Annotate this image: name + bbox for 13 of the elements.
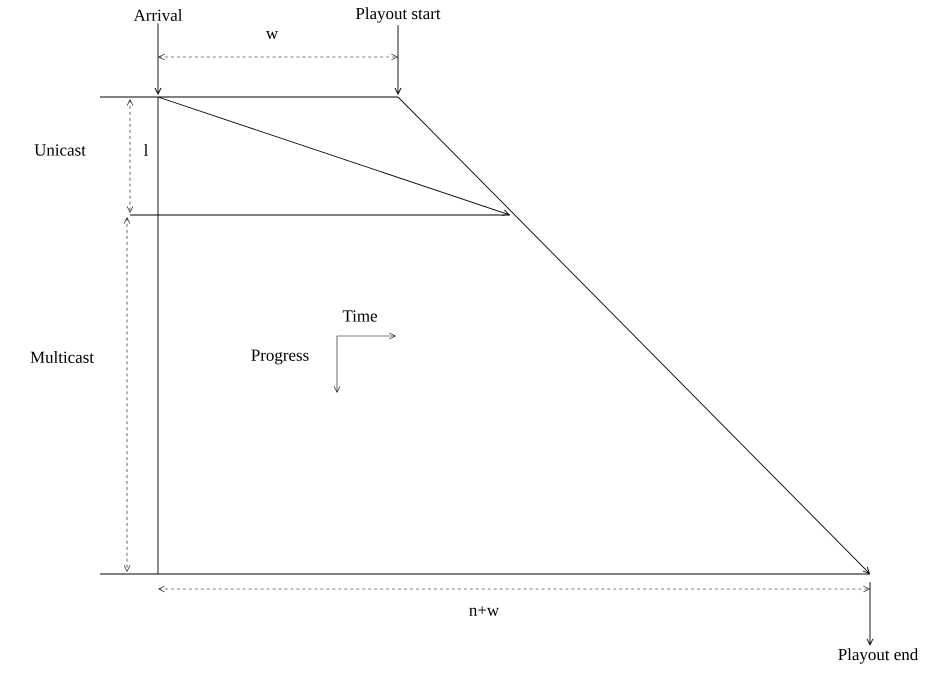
dimension-label: Unicast xyxy=(34,144,86,156)
dimension-label: n+w xyxy=(469,606,500,616)
dimension-label: w xyxy=(266,31,278,39)
dimension-label: Multicast xyxy=(30,351,94,363)
arrow xyxy=(394,24,402,95)
axis-label: Playout start xyxy=(356,7,440,23)
arrow xyxy=(866,582,874,646)
axis-label: Arrival xyxy=(134,9,182,21)
arrow xyxy=(154,22,162,95)
axis-label: Playout end xyxy=(838,648,918,664)
direction-label: Progress xyxy=(251,350,309,364)
direction-label: Time xyxy=(342,310,377,322)
dimension-label: l xyxy=(144,144,148,156)
